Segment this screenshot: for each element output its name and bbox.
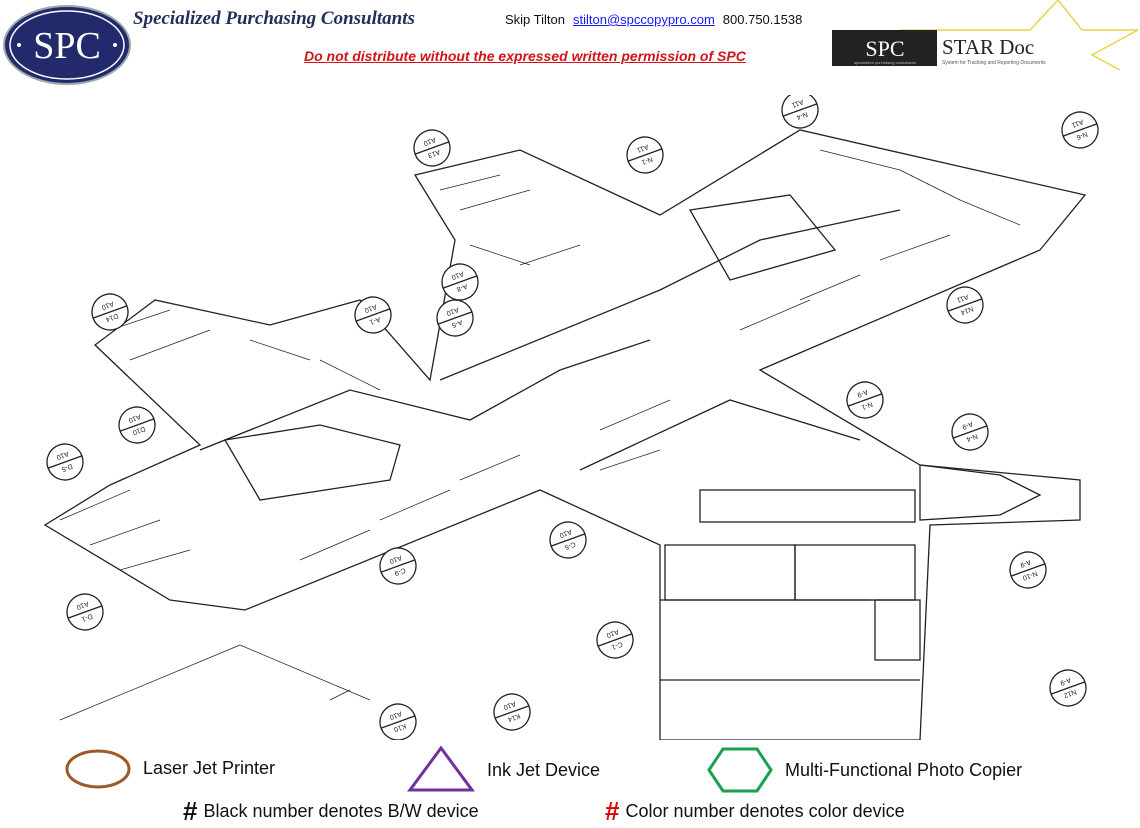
svg-text:D14: D14: [105, 312, 120, 323]
svg-text:A10: A10: [55, 450, 69, 461]
svg-text:A10: A10: [75, 600, 89, 611]
distribution-warning: Do not distribute without the expressed …: [304, 48, 746, 64]
svg-text:A10: A10: [127, 413, 141, 424]
svg-text:A13: A13: [427, 148, 441, 159]
svg-text:A-9: A-9: [1019, 558, 1032, 568]
inkjet-legend-label: Ink Jet Device: [487, 760, 601, 780]
svg-text:C-9: C-9: [393, 566, 406, 576]
svg-text:A10: A10: [100, 300, 114, 311]
svg-text:System for Tracking and Report: System for Tracking and Reporting Docume…: [942, 60, 1046, 66]
svg-text:D-5: D-5: [60, 462, 73, 472]
laser-legend-label: Laser Jet Printer: [143, 758, 276, 778]
svg-text:A-8: A-8: [455, 282, 468, 292]
contact-name: Skip Tilton: [505, 12, 565, 27]
svg-text:A10: A10: [450, 270, 464, 281]
svg-text:A10: A10: [388, 554, 402, 565]
svg-text:A10: A10: [445, 306, 459, 317]
svg-text:C-5: C-5: [563, 540, 576, 550]
laser-printer-legend-icon: [65, 749, 131, 789]
mfp-legend-label: Multi-Functional Photo Copier: [785, 760, 1023, 780]
svg-text:A10: A10: [422, 136, 436, 147]
svg-text:STAR Doc: STAR Doc: [942, 35, 1034, 59]
svg-text:C-1: C-1: [610, 640, 623, 650]
svg-text:N-4: N-4: [795, 110, 808, 120]
svg-text:K14: K14: [507, 712, 521, 723]
svg-text:SPC: SPC: [865, 36, 904, 61]
svg-text:A-9: A-9: [961, 420, 974, 430]
svg-text:A-9: A-9: [1059, 676, 1072, 686]
company-name: Specialized Purchasing Consultants: [133, 8, 415, 29]
svg-text:A10: A10: [363, 303, 377, 314]
svg-text:A10: A10: [502, 700, 516, 711]
phone: 800.750.1538: [722, 12, 803, 27]
svg-text:A10: A10: [605, 628, 619, 639]
svg-text:A-5: A-5: [450, 318, 463, 328]
svg-text:A-1: A-1: [368, 315, 381, 325]
svg-text:D-1: D-1: [80, 612, 93, 622]
svg-text:N12: N12: [1063, 688, 1078, 699]
color-legend: #Color number denotes color device: [605, 796, 905, 827]
inkjet-legend-icon: [407, 745, 475, 792]
star-doc-logo: SPC STAR Doc specialized purchasing cons…: [832, 0, 1139, 70]
black-hash-icon: #: [183, 796, 198, 826]
spc-logo: SPC: [3, 5, 131, 85]
bw-legend: #Black number denotes B/W device: [183, 796, 479, 827]
email-link[interactable]: stilton@spccopypro.com: [572, 12, 715, 27]
svg-text:A11: A11: [636, 143, 650, 154]
svg-text:A10: A10: [388, 710, 402, 721]
svg-text:N-4: N-4: [965, 432, 978, 442]
building-outline: [43, 129, 1087, 740]
svg-text:K10: K10: [393, 722, 407, 733]
svg-text:N14: N14: [960, 305, 975, 316]
color-legend-label: Color number denotes color device: [625, 801, 905, 821]
svg-text:A10: A10: [558, 528, 572, 539]
svg-text:N-6: N-6: [1075, 130, 1088, 140]
red-hash-icon: #: [605, 796, 620, 826]
svg-text:A11: A11: [1071, 118, 1085, 129]
svg-text:N-1: N-1: [640, 155, 653, 165]
svg-text:A-9: A-9: [856, 388, 869, 398]
svg-text:specialized purchasing consult: specialized purchasing consultants: [854, 60, 916, 65]
bw-legend-label: Black number denotes B/W device: [203, 801, 479, 821]
svg-text:N-1: N-1: [860, 400, 873, 410]
svg-text:SPC: SPC: [33, 25, 101, 67]
svg-text:D10: D10: [132, 425, 147, 436]
svg-text:A11: A11: [791, 98, 805, 109]
svg-text:N-10: N-10: [1021, 569, 1038, 581]
svg-text:A11: A11: [956, 293, 970, 304]
mfp-legend-icon: [707, 747, 773, 793]
contact-info: Skip Tilton stilton@spccopypro.com 800.750…: [505, 12, 802, 27]
